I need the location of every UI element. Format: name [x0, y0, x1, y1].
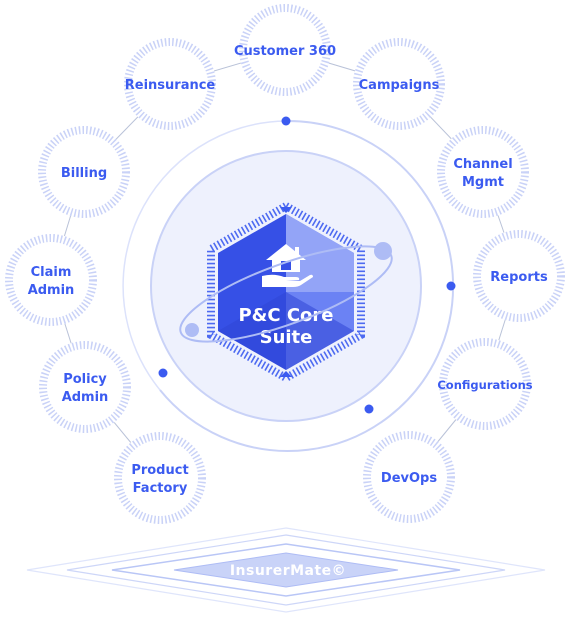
module-customer-360[interactable]: Customer 360	[234, 4, 336, 96]
module-tick-ring	[39, 341, 131, 433]
module-inner	[248, 13, 322, 87]
module-campaigns[interactable]: Campaigns	[353, 38, 445, 130]
module-tick-ring	[353, 38, 445, 130]
module-tick-ring	[437, 126, 529, 218]
module-label: Reinsurance	[125, 78, 216, 93]
platform-outer	[26, 527, 546, 613]
orbit-dot-small	[185, 323, 199, 337]
orbit-dot-large	[374, 242, 392, 260]
module-label: Campaigns	[359, 78, 440, 93]
module-inner	[448, 347, 522, 421]
module-label: Channel	[453, 157, 512, 172]
hex-bottom-notch	[280, 371, 292, 377]
module-label: Reports	[490, 270, 548, 285]
inner-ring	[150, 150, 422, 422]
core-title-line2: Suite	[260, 327, 313, 348]
module-label: Claim	[31, 265, 72, 280]
platform-core	[173, 552, 399, 588]
module-inner	[48, 350, 122, 424]
base-platform: InsurerMate©	[26, 527, 546, 613]
module-ring: Customer 360CampaignsChannelMgmtReportsC…	[5, 4, 565, 524]
core-orbit	[179, 242, 393, 343]
outer-ring-arc	[159, 119, 455, 452]
module-reports[interactable]: Reports	[473, 230, 565, 322]
module-tick-ring	[38, 126, 130, 218]
module-tick-ring	[124, 38, 216, 130]
hex-bottom-face	[218, 292, 354, 370]
platform-inner	[111, 543, 461, 597]
module-label: Admin	[28, 283, 75, 298]
module-tick-ring	[239, 4, 331, 96]
module-inner	[362, 47, 436, 121]
module-inner	[14, 243, 88, 317]
module-inner	[123, 441, 197, 515]
module-tick-ring	[363, 431, 455, 523]
module-label: Admin	[62, 390, 109, 405]
hex-top-notch	[280, 207, 292, 213]
orbit-ellipse	[179, 245, 393, 343]
module-tick-ring	[439, 338, 531, 430]
outer-ring-arc-left	[122, 120, 287, 391]
module-inner	[372, 440, 446, 514]
module-inner	[133, 47, 207, 121]
ring-dot	[158, 368, 168, 378]
module-label: Configurations	[437, 378, 532, 392]
module-label: Policy	[63, 372, 107, 387]
module-billing[interactable]: Billing	[38, 126, 130, 218]
module-tick-ring	[473, 230, 565, 322]
module-label: DevOps	[381, 471, 437, 486]
core-title-line1: P&C Core	[238, 305, 333, 326]
module-label: Factory	[133, 481, 188, 496]
module-tick-ring	[5, 234, 97, 326]
module-devops[interactable]: DevOps	[363, 431, 455, 523]
module-label: Product	[131, 463, 188, 478]
ring-dot	[281, 116, 291, 126]
module-inner	[446, 135, 520, 209]
module-label: Billing	[61, 166, 107, 181]
ring-dot	[446, 281, 456, 291]
module-configurations[interactable]: Configurations	[437, 338, 533, 430]
platform-middle	[66, 534, 506, 606]
module-reinsurance[interactable]: Reinsurance	[124, 38, 216, 130]
module-inner	[482, 239, 556, 313]
brand-label: InsurerMate©	[230, 563, 346, 579]
ring-dot	[364, 404, 374, 414]
module-label: Customer 360	[234, 44, 336, 59]
module-label: Mgmt	[462, 175, 504, 190]
module-inner	[47, 135, 121, 209]
module-tick-ring	[114, 432, 206, 524]
